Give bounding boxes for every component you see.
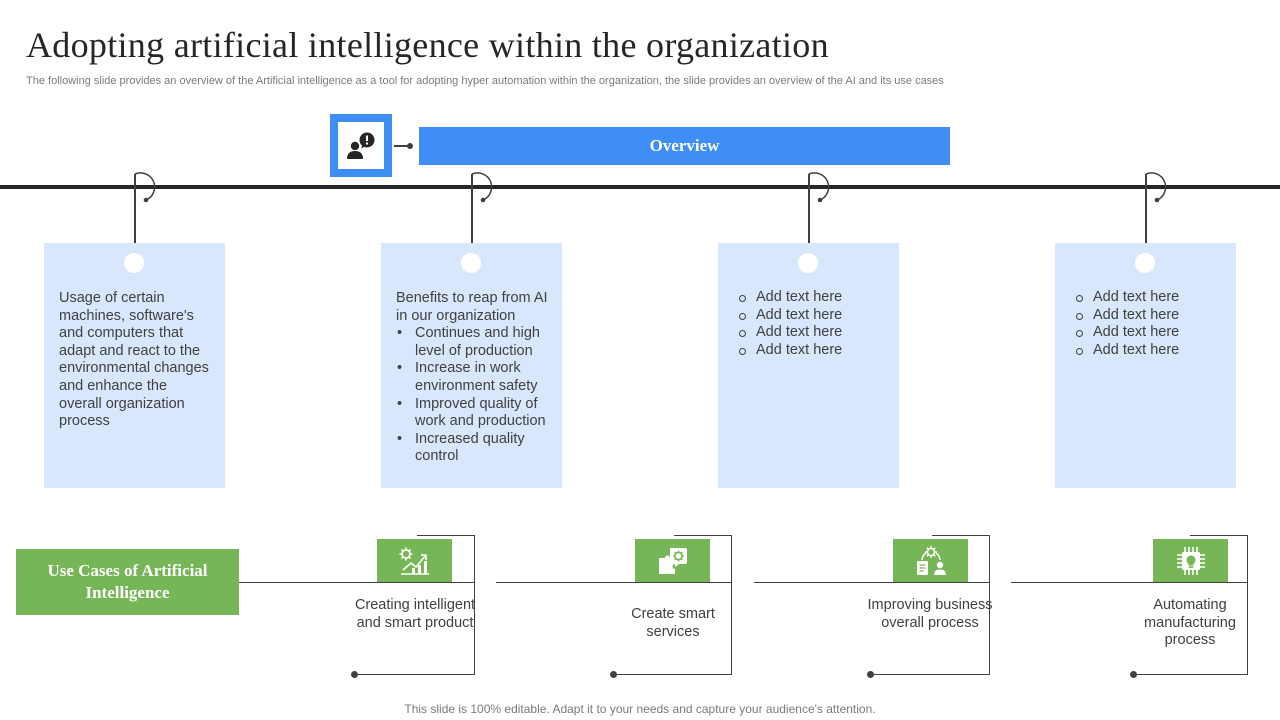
card-3-item: Add text here — [737, 324, 887, 342]
card-3-item: Add text here — [737, 342, 887, 360]
uc3-bottom-line — [870, 674, 990, 676]
uc4-top-line — [1190, 535, 1248, 537]
card-3 — [718, 243, 899, 488]
uc4-text: Automating manufacturing process — [1144, 597, 1236, 649]
uc3-text: Improving business overall process — [867, 597, 993, 631]
card-dot-1 — [124, 253, 144, 273]
hook-stem-2 — [471, 174, 473, 260]
uc3-vline — [989, 535, 991, 675]
chip-bulb-icon — [1176, 546, 1205, 575]
card-1 — [44, 243, 225, 488]
hook-stem-4 — [1145, 174, 1147, 260]
uc1-hline — [239, 582, 475, 584]
card-2-item: Increase in work environment safety — [396, 360, 551, 395]
card-3-item: Add text here — [737, 307, 887, 325]
card-text-2: Benefits to reap from AI in our organiza… — [396, 290, 551, 466]
uc1-text: Creating intelligent and smart product — [354, 597, 476, 631]
uc4-vline — [1247, 535, 1249, 675]
puzzle-gear-icon — [658, 547, 687, 574]
uc2-vline — [731, 535, 733, 675]
card-3-item: Add text here — [737, 289, 887, 307]
uc4-end-dot — [1130, 671, 1137, 678]
uc2-end-dot — [610, 671, 617, 678]
uc1-end-dot — [351, 671, 358, 678]
uc3-hline — [754, 582, 990, 584]
uc3-end-dot — [867, 671, 874, 678]
card-4-item: Add text here — [1074, 307, 1224, 325]
gear-growth-chart-icon — [399, 547, 429, 575]
hook-stem-3 — [808, 174, 810, 260]
hook-3 — [808, 172, 830, 203]
card-text-3: Add text here Add text here Add text her… — [737, 289, 887, 359]
uc1-vline — [474, 535, 476, 675]
overview-icon-frame — [330, 114, 392, 177]
uc2-hline — [496, 582, 732, 584]
card-2-item: Increased quality control — [396, 431, 551, 466]
uc3-icon-box — [893, 539, 968, 582]
uc4-icon-box — [1153, 539, 1228, 582]
card-2-item: Continues and high level of production — [396, 325, 551, 360]
slide-subtitle: The following slide provides an overview… — [26, 75, 944, 87]
card-4-item: Add text here — [1074, 324, 1224, 342]
use-cases-label: Use Cases of Artificial Intelligence — [16, 549, 239, 615]
timeline-bar — [0, 185, 1280, 189]
uc2-bottom-line — [614, 674, 732, 676]
hook-stem-1 — [134, 174, 136, 260]
overview-label: Overview — [649, 136, 720, 155]
card-text-4: Add text here Add text here Add text her… — [1074, 289, 1224, 359]
overview-banner: Overview — [419, 127, 950, 165]
card-4-item: Add text here — [1074, 342, 1224, 360]
uc2-top-line — [674, 535, 732, 537]
uc2-text: Create smart services — [631, 606, 715, 640]
uc3-top-line — [932, 535, 990, 537]
card-4 — [1055, 243, 1236, 488]
uc1-bottom-line — [355, 674, 475, 676]
hook-1 — [134, 172, 156, 203]
footer-note: This slide is 100% editable. Adapt it to… — [404, 702, 876, 716]
card-dot-2 — [461, 253, 481, 273]
card-2-item: Improved quality of work and production — [396, 396, 551, 431]
hook-2 — [471, 172, 493, 203]
uc1-icon-box — [377, 539, 452, 582]
hook-4 — [1145, 172, 1167, 203]
overview-connector — [394, 145, 410, 147]
overview-connector-dot — [407, 143, 413, 149]
uc2-icon-box — [635, 539, 710, 582]
uc4-bottom-line — [1133, 674, 1248, 676]
person-alert-icon — [347, 132, 375, 159]
uc1-top-line — [417, 535, 475, 537]
card-dot-4 — [1135, 253, 1155, 273]
process-gear-person-icon — [916, 545, 946, 575]
card-text-1: Usage of certain machines, software's an… — [59, 290, 209, 430]
card-4-item: Add text here — [1074, 289, 1224, 307]
card-dot-3 — [798, 253, 818, 273]
uc4-hline — [1011, 582, 1248, 584]
slide-title: Adopting artificial intelligence within … — [26, 25, 829, 65]
